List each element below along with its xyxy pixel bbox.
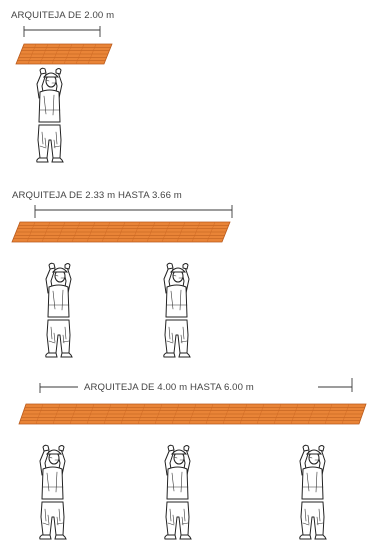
section-2: ARQUITEJA DE 2.33 m HASTA 3.66 m — [11, 190, 233, 358]
section-2-dimension-line — [34, 205, 233, 218]
worker-figure — [163, 262, 191, 358]
worker-figure — [164, 444, 192, 540]
worker-figure — [36, 67, 64, 163]
section-1-label: ARQUITEJA DE 2.00 m — [11, 10, 114, 21]
worker-figure — [45, 262, 73, 358]
section-3-dimension-line — [39, 378, 353, 393]
section-3-roof-panel — [18, 403, 367, 425]
section-3-label: ARQUITEJA DE 4.00 m HASTA 6.00 m — [84, 382, 254, 393]
section-2-roof-panel — [11, 221, 231, 243]
section-1: ARQUITEJA DE 2.00 m — [11, 10, 114, 163]
section-1-dimension-line — [23, 26, 101, 37]
section-1-roof-panel — [15, 43, 113, 65]
worker-figure — [39, 444, 67, 540]
section-3: ARQUITEJA DE 4.00 m HASTA 6.00 m — [18, 378, 367, 540]
worker-figure — [299, 444, 327, 540]
section-2-label: ARQUITEJA DE 2.33 m HASTA 3.66 m — [12, 190, 182, 201]
